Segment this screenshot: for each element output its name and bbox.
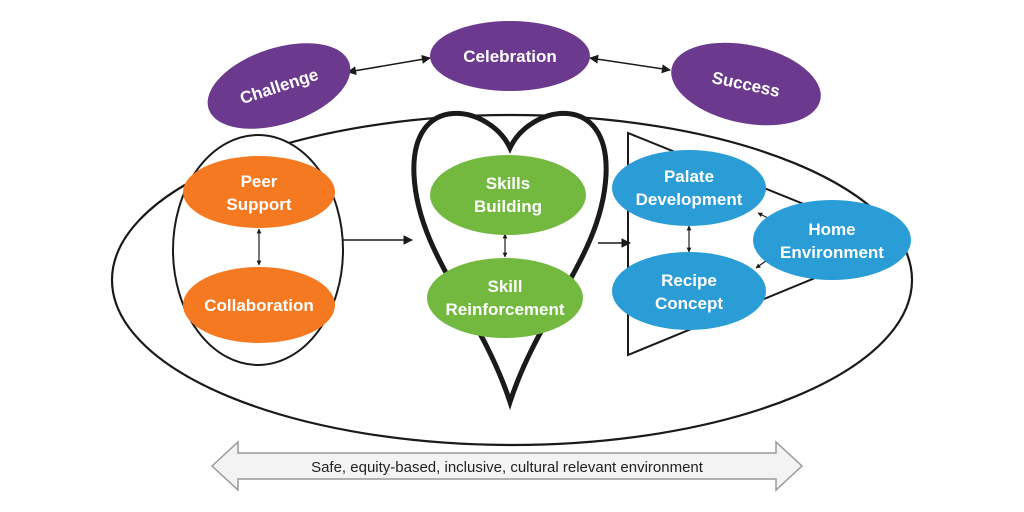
peer-support-node: Peer Support (183, 156, 335, 228)
collaboration-node: Collaboration (183, 267, 335, 343)
environment-double-arrow (210, 440, 804, 492)
skill-reinforcement-label-line2: Reinforcement (445, 300, 564, 319)
recipe-concept-node: Recipe Concept (612, 252, 766, 330)
palate-development-label-line1: Palate (664, 167, 714, 186)
palate-development-label-line2: Development (636, 190, 743, 209)
success-node: Success (671, 42, 821, 126)
skills-building-node: Skills Building (430, 155, 586, 235)
challenge-celebration-arrow (347, 54, 431, 76)
home-environment-label-line1: Home (808, 220, 855, 239)
challenge-node: Challenge (207, 43, 351, 129)
recipe-concept-label-line1: Recipe (661, 271, 717, 290)
peer-support-label-line2: Support (226, 195, 291, 214)
celebration-node: Celebration (430, 21, 590, 91)
palate-development-node: Palate Development (612, 150, 766, 226)
home-environment-node: Home Environment (753, 200, 911, 280)
celebration-success-arrow (589, 54, 671, 74)
skills-building-label-line2: Building (474, 197, 542, 216)
skill-reinforcement-label-line1: Skill (488, 277, 523, 296)
peer-support-label-line1: Peer (241, 172, 278, 191)
celebration-label: Celebration (463, 47, 557, 66)
collaboration-label: Collaboration (204, 296, 314, 315)
home-environment-label-line2: Environment (780, 243, 884, 262)
skills-building-label-line1: Skills (486, 174, 530, 193)
environment-label: Safe, equity-based, inclusive, cultural … (311, 459, 704, 476)
recipe-concept-label-line2: Concept (655, 294, 723, 313)
outer-environment-ellipse (110, 113, 914, 447)
skill-reinforcement-node: Skill Reinforcement (427, 258, 583, 338)
